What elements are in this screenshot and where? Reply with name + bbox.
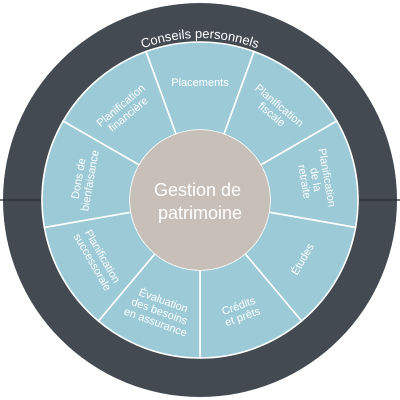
segment-label-line: de la xyxy=(307,167,323,193)
segment-label-placements: Placements xyxy=(171,77,229,89)
segment-label-line: Placements xyxy=(171,77,229,89)
center-label-line-2: patrimoine xyxy=(158,203,242,223)
center-circle xyxy=(130,130,270,270)
segment-label-dons-bienfaisance: Dons debienfaisance xyxy=(68,147,102,212)
center-label-line-1: Gestion de xyxy=(154,180,241,200)
segment-label-line: retraite xyxy=(295,164,313,200)
center-label: Gestion de patrimoine xyxy=(154,180,246,223)
